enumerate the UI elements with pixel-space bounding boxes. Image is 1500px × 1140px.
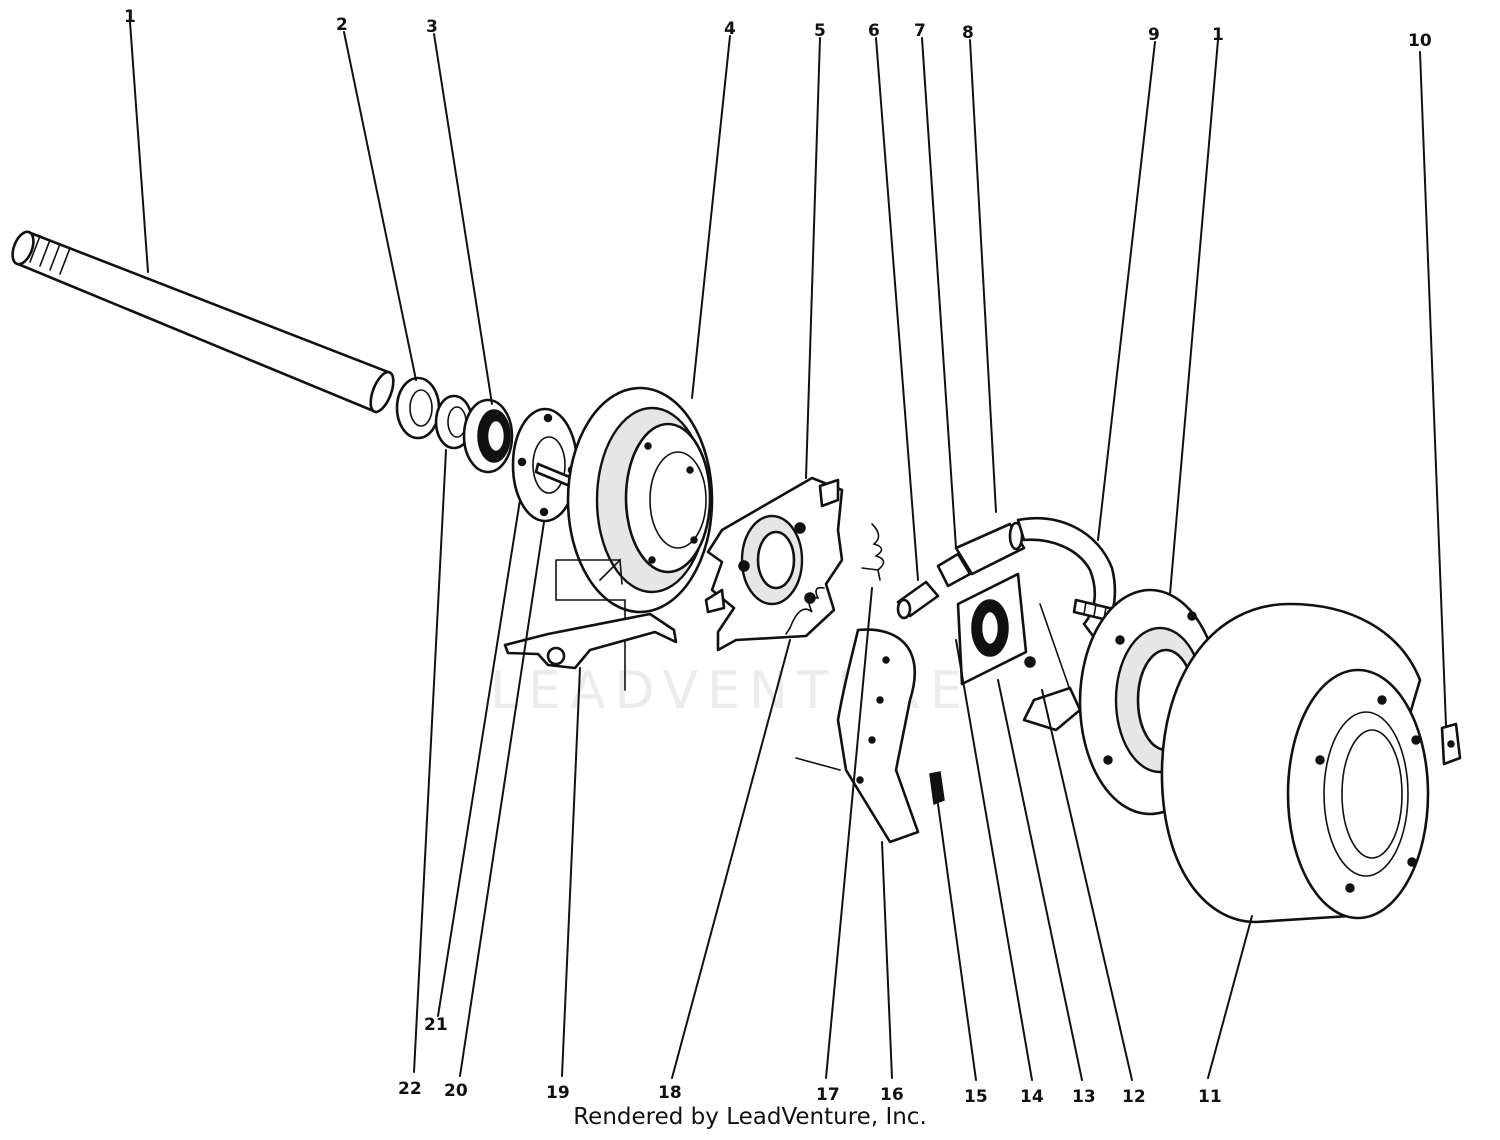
callout-10: 10 xyxy=(1408,31,1432,51)
retaining-clip xyxy=(929,771,945,806)
callout-19: 19 xyxy=(546,1083,570,1103)
callout-labels: 1 2 3 4 5 6 7 8 9 1 10 22 21 20 19 18 17… xyxy=(124,7,1432,1107)
callout-13: 13 xyxy=(1072,1087,1096,1107)
callout-7: 7 xyxy=(914,21,926,41)
backing-plate xyxy=(555,386,714,691)
brake-drum xyxy=(1160,602,1430,924)
callout-17: 17 xyxy=(816,1085,840,1105)
mounting-plate xyxy=(704,476,844,652)
lug-nut xyxy=(1440,722,1462,766)
bearing xyxy=(462,398,514,474)
wheel-cylinder xyxy=(954,521,1026,576)
callout-8: 8 xyxy=(962,23,974,43)
callout-1-hub: 1 xyxy=(1212,25,1224,45)
callout-14: 14 xyxy=(1020,1087,1044,1107)
callout-2: 2 xyxy=(336,15,348,35)
brake-lever xyxy=(503,612,678,670)
callout-12: 12 xyxy=(1122,1087,1146,1107)
callout-22: 22 xyxy=(398,1079,422,1099)
callout-6: 6 xyxy=(868,21,880,41)
callout-9: 9 xyxy=(1148,25,1160,45)
leader-lines xyxy=(129,21,1447,1081)
brake-shoe-lower xyxy=(836,628,920,844)
callout-5: 5 xyxy=(814,21,826,41)
seal-ring xyxy=(395,376,441,440)
callout-15: 15 xyxy=(964,1087,988,1107)
adjuster-screw xyxy=(896,580,940,620)
callout-1: 1 xyxy=(124,7,136,27)
spring-18 xyxy=(785,586,825,635)
callout-21: 21 xyxy=(424,1015,448,1035)
adjuster-nut xyxy=(936,552,972,588)
axle-shaft xyxy=(11,230,395,414)
callout-3: 3 xyxy=(426,17,438,37)
callout-16: 16 xyxy=(880,1085,904,1105)
callout-4: 4 xyxy=(724,19,736,39)
credit-text: Rendered by LeadVenture, Inc. xyxy=(573,1104,927,1130)
callout-20: 20 xyxy=(444,1081,468,1101)
spring-17 xyxy=(861,523,885,581)
callout-18: 18 xyxy=(658,1083,682,1103)
seal-plate xyxy=(956,572,1028,686)
callout-11: 11 xyxy=(1198,1087,1222,1107)
